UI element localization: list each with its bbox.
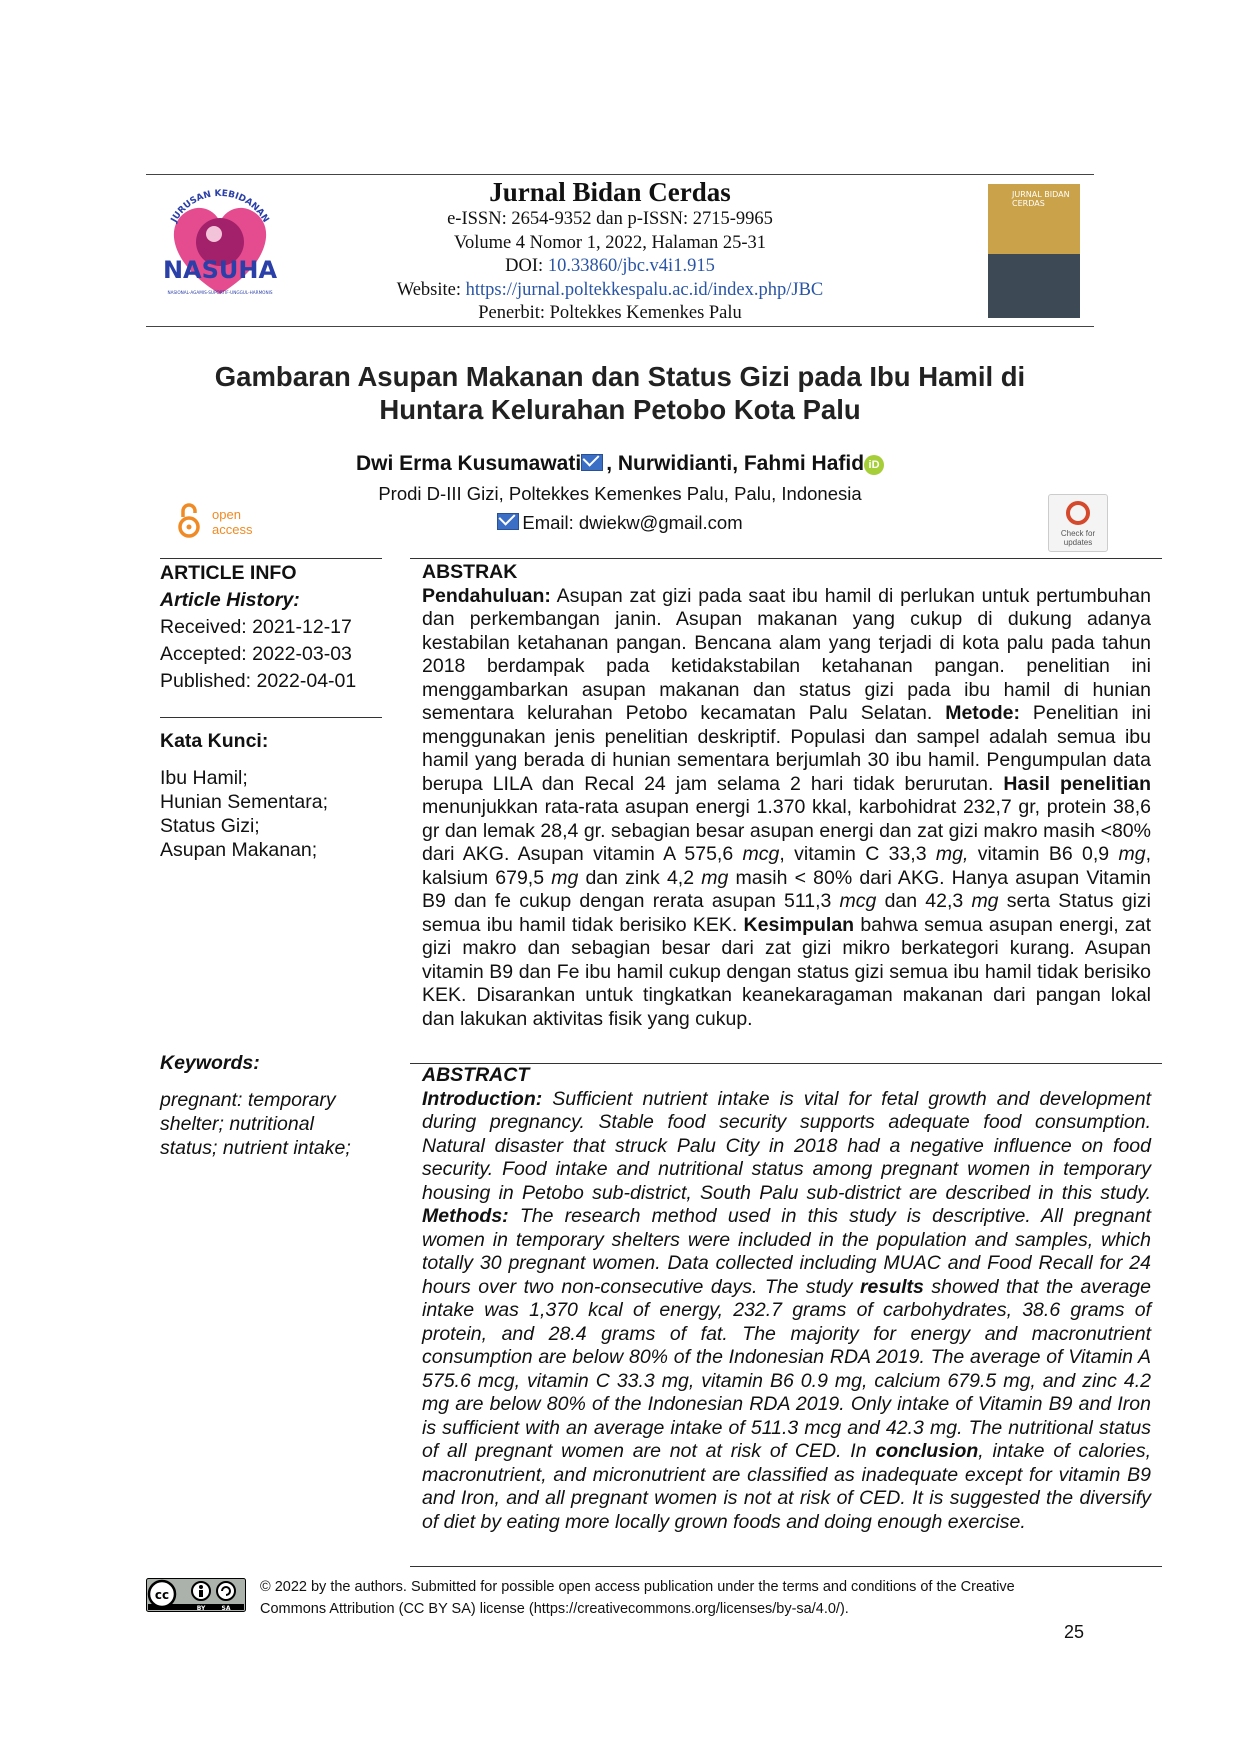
journal-cover-image: JURNAL BIDAN CERDAS bbox=[988, 184, 1080, 318]
header-top-rule bbox=[146, 174, 1094, 175]
journal-volume: Volume 4 Nomor 1, 2022, Halaman 25-31 bbox=[453, 232, 767, 253]
journal-doi: DOI: 10.33860/jbc.v4i1.915 bbox=[505, 256, 715, 276]
journal-logo: NASUHA JURUSAN KEBIDANAN NASIONAL-AGAMIS… bbox=[163, 189, 278, 295]
article-history-label: Article History: bbox=[160, 589, 300, 611]
abstrak-heading: ABSTRAK bbox=[422, 561, 518, 583]
kata-kunci-list: Ibu Hamil; Hunian Sementara; Status Gizi… bbox=[160, 766, 382, 862]
abstract-bottom-rule bbox=[410, 1566, 1162, 1567]
abstract-heading: ABSTRACT bbox=[422, 1064, 530, 1086]
header-bottom-rule bbox=[146, 326, 1094, 327]
keywords-heading: Keywords: bbox=[160, 1052, 260, 1074]
check-for-updates-badge[interactable]: Check for updates bbox=[1048, 494, 1108, 552]
cover-title: JURNAL BIDAN CERDAS bbox=[1012, 190, 1070, 208]
kata-kunci-heading: Kata Kunci: bbox=[160, 730, 269, 752]
info-mid-rule bbox=[160, 717, 382, 718]
author-email: Email: dwiekw@gmail.com bbox=[140, 512, 1100, 534]
mail-icon bbox=[497, 513, 520, 530]
logo-bottom-text: NASIONAL-AGAMIS-SUPORTIF-UNGGUL-HARMONIS bbox=[167, 290, 272, 295]
abstrak-body: Pendahuluan: Asupan zat gizi pada saat i… bbox=[422, 584, 1151, 1030]
kata-kunci-item: Asupan Makanan; bbox=[160, 839, 318, 861]
kata-kunci-item: Ibu Hamil; bbox=[160, 767, 248, 789]
abstract-top-rule bbox=[410, 1063, 1162, 1064]
journal-header: Jurnal Bidan Cerdas e-ISSN: 2654-9352 da… bbox=[330, 176, 890, 326]
page-number: 25 bbox=[1064, 1622, 1085, 1642]
abstrak-section: ABSTRAK Pendahuluan: Asupan zat gizi pad… bbox=[422, 561, 1151, 1031]
article-info: ARTICLE INFO Article History: Received: … bbox=[160, 560, 382, 695]
author-names-rest: , Nurwidianti, Fahmi Hafid bbox=[606, 452, 865, 475]
info-top-rule bbox=[160, 558, 382, 559]
article-info-heading: ARTICLE INFO bbox=[160, 562, 297, 584]
abstract-body: Introduction: Sufficient nutrient intake… bbox=[422, 1087, 1151, 1533]
journal-publisher: Penerbit: Poltekkes Kemenkes Palu bbox=[478, 303, 742, 323]
article-title: Gambaran Asupan Makanan dan Status Gizi … bbox=[214, 361, 1026, 425]
check-updates-icon bbox=[1066, 501, 1090, 525]
received-date: Received: 2021-12-17 bbox=[160, 616, 352, 638]
author-affiliation: Prodi D-III Gizi, Poltekkes Kemenkes Pal… bbox=[378, 483, 862, 504]
keywords-list: pregnant: temporary shelter; nutritional… bbox=[160, 1089, 351, 1159]
abstrak-top-rule bbox=[410, 558, 1162, 559]
abstract-section: ABSTRACT Introduction: Sufficient nutrie… bbox=[422, 1064, 1151, 1534]
published-date: Published: 2022-04-01 bbox=[160, 670, 357, 692]
license-text: © 2022 by the authors. Submitted for pos… bbox=[260, 1579, 1015, 1617]
svg-text:SA: SA bbox=[222, 1605, 231, 1612]
doi-link[interactable]: 10.33860/jbc.v4i1.915 bbox=[547, 256, 715, 276]
cc-by-sa-badge[interactable]: cc BY SA bbox=[146, 1578, 246, 1612]
article-authors: Dwi Erma Kusumawati , Nurwidianti, Fahmi … bbox=[140, 452, 1100, 476]
kata-kunci-item: Hunian Sementara; bbox=[160, 791, 329, 813]
open-access-icon bbox=[178, 503, 200, 538]
journal-website: Website: https://jurnal.poltekkespalu.ac… bbox=[396, 279, 824, 300]
author-name: Dwi Erma Kusumawati bbox=[355, 452, 582, 475]
mail-icon[interactable] bbox=[581, 454, 604, 471]
journal-title: Jurnal Bidan Cerdas bbox=[489, 177, 731, 207]
accepted-date: Accepted: 2022-03-03 bbox=[160, 643, 352, 665]
website-link[interactable]: https://jurnal.poltekkespalu.ac.id/index… bbox=[465, 279, 824, 300]
orcid-icon[interactable]: iD bbox=[864, 455, 885, 475]
logo-name: NASUHA bbox=[163, 256, 278, 284]
svg-text:BY: BY bbox=[197, 1605, 206, 1612]
journal-issn: e-ISSN: 2654-9352 dan p-ISSN: 2715-9965 bbox=[447, 209, 773, 229]
svg-text:cc: cc bbox=[155, 1588, 169, 1602]
kata-kunci-item: Status Gizi; bbox=[160, 815, 260, 837]
